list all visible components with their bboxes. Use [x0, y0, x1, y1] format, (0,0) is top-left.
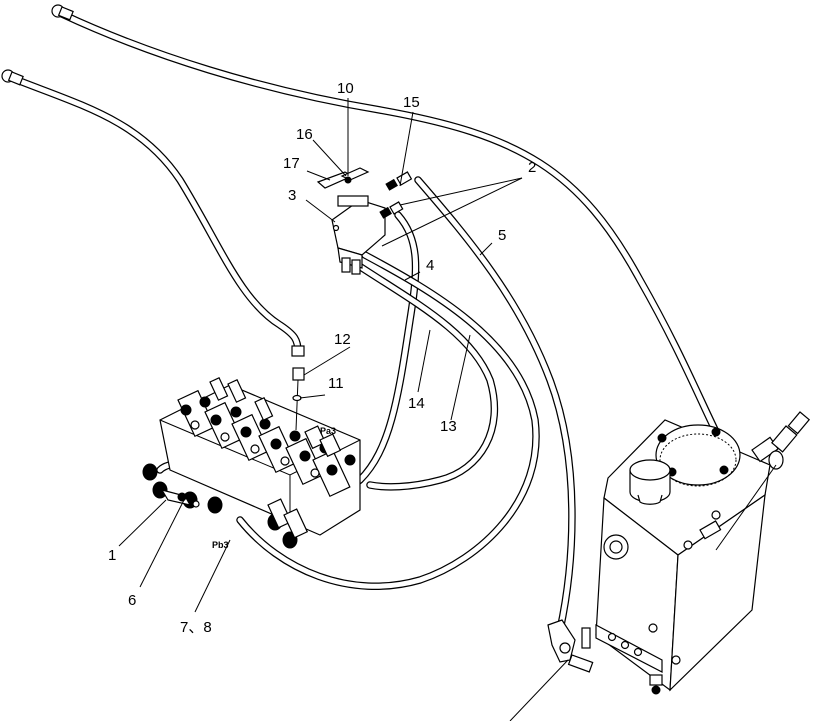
leader-3 [305, 199, 336, 223]
leader-2a [399, 177, 523, 206]
callout-17: 17 [283, 155, 300, 172]
leader-14 [417, 329, 431, 393]
leader-5 [479, 242, 493, 256]
callout-5: 5 [498, 227, 506, 244]
hoses [8, 10, 724, 634]
level-switch-bracket [699, 510, 722, 540]
callout-16: 16 [296, 126, 313, 143]
control-valve-block [142, 376, 361, 549]
hose-top-long [58, 10, 724, 444]
inlet-fitting-12 [291, 345, 305, 431]
tank-suction-fitting [715, 411, 811, 551]
leader-7-8 [194, 539, 231, 613]
leader-12 [303, 346, 351, 376]
leader-16 [312, 139, 347, 177]
callout-1: 1 [108, 547, 116, 564]
port-label-pa3: Pa3 [320, 426, 336, 436]
hose-end-fitting-left [1, 69, 24, 86]
callouts: 10 15 16 17 3 2 5 4 14 13 12 11 1 6 7、8 [108, 80, 536, 636]
leader-2b [381, 177, 523, 247]
port-label-pb3: Pb3 [212, 540, 229, 550]
callout-11: 11 [328, 375, 344, 392]
hose-13 [236, 251, 540, 590]
tank-feet [649, 655, 681, 695]
leader-lines [118, 98, 569, 721]
bolt-10 [344, 176, 352, 184]
fitting-2 [379, 201, 404, 219]
hose-end-fitting-top [51, 4, 74, 21]
fitting-15 [385, 171, 413, 191]
leader-6 [139, 497, 186, 588]
hose-5 [414, 176, 576, 634]
callout-3: 3 [288, 187, 296, 204]
o-ring-11 [292, 394, 302, 402]
callout-15: 15 [403, 94, 420, 111]
callout-12: 12 [334, 331, 351, 348]
callout-2: 2 [528, 159, 536, 176]
sight-gauge [603, 534, 629, 560]
callout-14: 14 [408, 395, 425, 412]
tank-bottom-rail [595, 623, 663, 673]
callout-6: 6 [128, 592, 136, 609]
breather-cap [629, 459, 671, 505]
hose-14 [346, 256, 499, 491]
leader-17 [306, 170, 331, 181]
leader-11 [299, 394, 326, 399]
callout-7-8: 7、8 [180, 619, 212, 636]
leader-filter [509, 659, 569, 721]
leader-13 [450, 334, 471, 421]
callout-4: 4 [426, 257, 434, 274]
relief-valves [209, 376, 342, 458]
callout-10: 10 [337, 80, 354, 97]
hydraulic-tank [547, 411, 811, 695]
callout-13: 13 [440, 418, 457, 435]
leader-4 [404, 271, 421, 281]
leader-1 [118, 499, 167, 547]
pilot-valve [316, 167, 413, 275]
return-filter [547, 619, 594, 673]
hose-left-pressure [8, 74, 302, 356]
leader-15 [399, 111, 414, 187]
